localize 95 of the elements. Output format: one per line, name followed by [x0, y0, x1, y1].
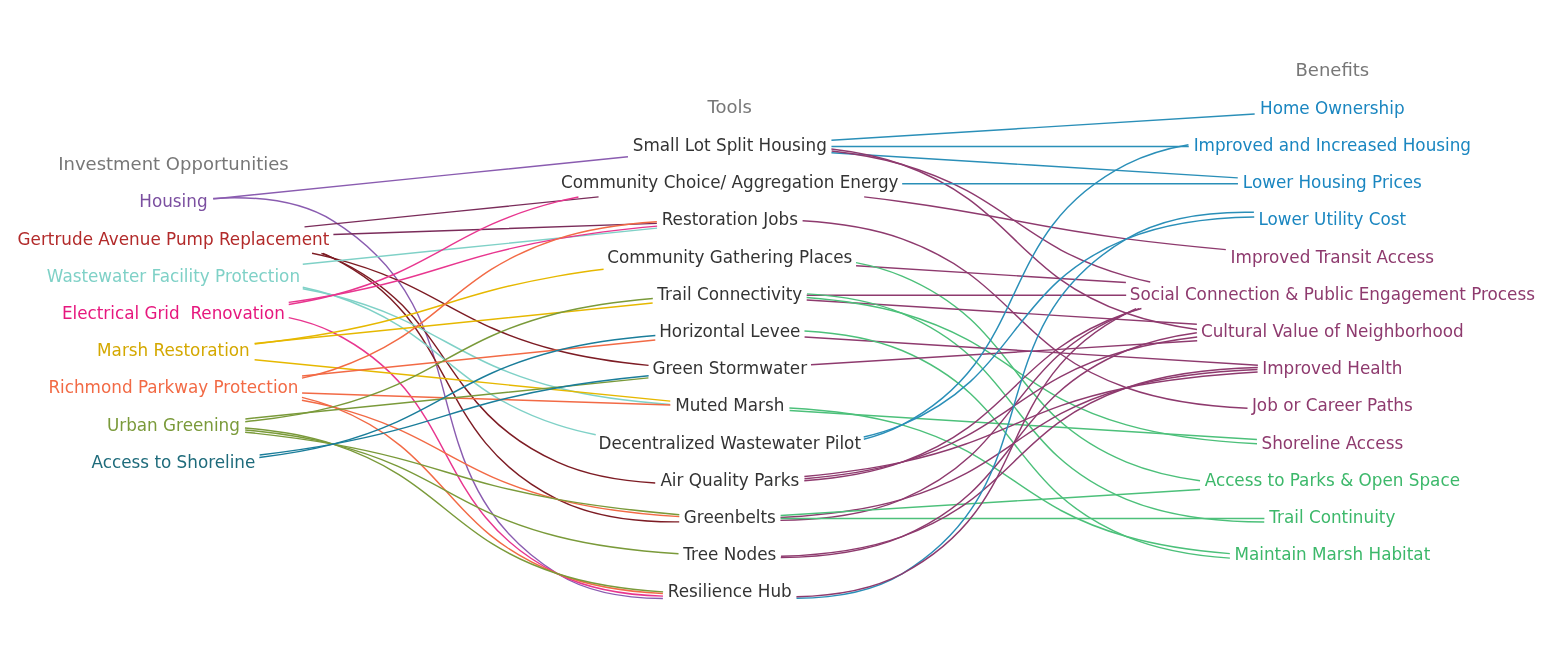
- node-text: Tree Nodes: [682, 543, 776, 564]
- connector: [803, 307, 1142, 481]
- node-text: Lower Utility Cost: [1257, 208, 1406, 229]
- node-text: Resilience Hub: [667, 580, 792, 601]
- connector: [320, 252, 656, 484]
- connector: [779, 366, 1259, 557]
- connector: [801, 219, 1248, 409]
- connector: [803, 370, 1258, 477]
- connector: [830, 151, 1238, 179]
- node-text: Electrical Grid Renovation: [61, 302, 285, 323]
- node-text: Shoreline Access: [1261, 432, 1403, 453]
- node-text: Maintain Marsh Habitat: [1233, 543, 1430, 564]
- connector: [243, 430, 680, 515]
- connector: [244, 428, 679, 555]
- connector: [788, 409, 1258, 440]
- node-text: Job or Career Paths: [1251, 394, 1413, 415]
- connector: [788, 406, 1231, 554]
- connector: [211, 196, 664, 599]
- connector: [779, 488, 1201, 516]
- connector: [243, 426, 664, 593]
- connector: [287, 316, 664, 597]
- connector: [809, 339, 1198, 365]
- node-text: Muted Marsh: [674, 394, 784, 415]
- node-text: Access to Parks & Open Space: [1204, 469, 1460, 490]
- node-text: Trail Connectivity: [656, 283, 802, 304]
- connector: [321, 252, 680, 523]
- node-text: Urban Greening: [106, 414, 240, 435]
- connector: [310, 252, 649, 366]
- node-text: Marsh Restoration: [96, 339, 250, 360]
- connector: [830, 145, 1189, 147]
- connector: [258, 374, 649, 456]
- connector: [287, 195, 579, 305]
- connector: [900, 182, 1239, 184]
- connector: [244, 376, 649, 420]
- connector: [803, 335, 1198, 479]
- connector: [779, 368, 1258, 518]
- connector: [253, 267, 604, 345]
- node-text: Decentralized Wastewater Pilot: [598, 432, 861, 453]
- connector: [253, 358, 671, 402]
- connector: [779, 307, 1140, 521]
- node-text: Lower Housing Prices: [1242, 171, 1422, 192]
- connector: [854, 261, 1201, 481]
- node-text: Greenbelts: [683, 506, 776, 527]
- connector: [253, 301, 653, 344]
- connector: [301, 286, 596, 435]
- node-text: Improved and Increased Housing: [1193, 134, 1471, 155]
- connector: [332, 222, 658, 235]
- node-text: Community Gathering Places: [606, 246, 852, 267]
- connector: [300, 220, 658, 379]
- label: Benefits: [1295, 58, 1369, 80]
- node-text: Wastewater Facility Protection: [46, 265, 300, 286]
- connector: [805, 294, 1127, 296]
- node-text: Home Ownership: [1259, 97, 1405, 118]
- connector: [287, 224, 658, 303]
- connector: [803, 335, 1259, 366]
- node-text: Improved Health: [1261, 357, 1402, 378]
- connector: [805, 296, 1258, 444]
- node-text: Air Quality Parks: [659, 469, 799, 490]
- node-text: Cultural Value of Neighborhood: [1200, 320, 1464, 341]
- connector: [301, 287, 671, 405]
- node-text: Green Stormwater: [652, 357, 807, 378]
- node-text: Small Lot Split Housing: [632, 134, 827, 155]
- connector: [303, 195, 599, 228]
- connector: [211, 155, 629, 200]
- connector: [862, 143, 1189, 440]
- connector: [862, 215, 1255, 438]
- connector: [244, 297, 654, 422]
- node-text: Community Choice/ Aggregation Energy: [560, 171, 898, 192]
- node-text: Improved Transit Access: [1230, 246, 1434, 267]
- node-text: Horizontal Levee: [658, 320, 800, 341]
- connector: [300, 338, 656, 377]
- connector: [805, 298, 1198, 325]
- node-text: Housing: [138, 190, 208, 211]
- connector: [300, 399, 680, 517]
- connector: [300, 396, 664, 594]
- node-text: Gertrude Avenue Pump Replacement: [17, 228, 329, 249]
- connector: [779, 517, 1265, 519]
- connector: [830, 149, 1151, 283]
- node-text: Richmond Parkway Protection: [47, 376, 298, 397]
- node-text: Restoration Jobs: [661, 208, 798, 229]
- node-text: Access to Shoreline: [91, 451, 255, 472]
- label: Investment Opportunities: [57, 152, 289, 174]
- connector: [795, 211, 1255, 599]
- connector: [830, 112, 1255, 141]
- connector: [300, 391, 671, 406]
- connector: [830, 147, 1198, 330]
- connector: [795, 307, 1137, 597]
- node-text: Trail Continuity: [1268, 506, 1395, 527]
- connector: [301, 226, 658, 265]
- connector: [854, 264, 1127, 283]
- connector: [805, 292, 1265, 523]
- connector: [258, 334, 656, 458]
- connector: [862, 195, 1227, 250]
- label: Tools: [707, 95, 752, 117]
- node-text: Social Connection & Public Engagement Process: [1129, 283, 1535, 304]
